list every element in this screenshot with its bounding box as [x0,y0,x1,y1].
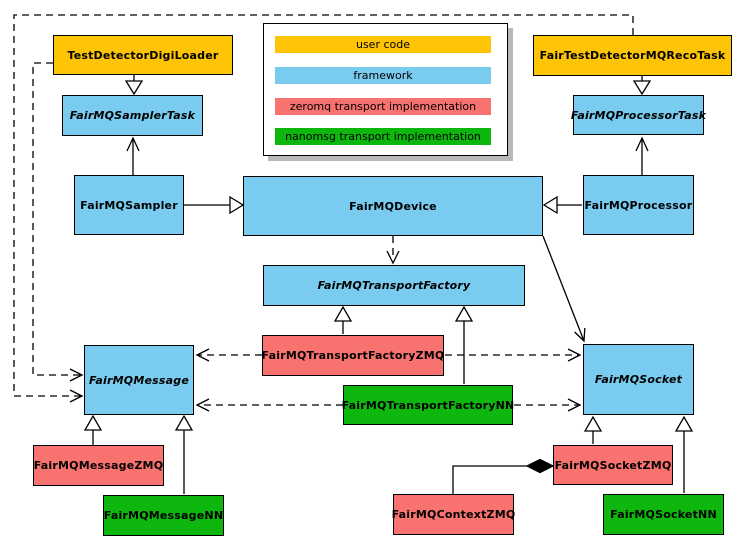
class-label: FairMQTransportFactory [317,279,471,292]
legend-item-user-code: user code [275,36,491,53]
edge-factorynn-socket [514,398,582,412]
class-label: FairMQContextZMQ [391,508,516,521]
class-fair-test-detector-mq-reco-task: FairTestDetectorMQRecoTask [533,35,732,76]
edge-factoryzmq-socket [445,348,582,362]
legend-label: user code [355,38,411,51]
class-fair-mq-sampler: FairMQSampler [74,175,184,235]
edge-messagenn-message [174,414,194,494]
class-label: FairMQSampler [80,198,178,212]
legend-label: framework [353,69,413,82]
legend-item-zeromq: zeromq transport implementation [275,98,491,115]
class-fair-mq-message-zmq: FairMQMessageZMQ [33,445,164,486]
edge-messagezmq-message [83,414,103,445]
edge-socketnn-socket [674,415,694,493]
class-label: FairMQSocketNN [610,508,717,521]
class-label: FairMQMessageNN [103,509,224,522]
class-fair-mq-processor-task: FairMQProcessorTask [570,95,707,135]
class-fair-mq-message-nn: FairMQMessageNN [103,495,224,536]
class-label: FairMQMessage [88,373,190,387]
edge-sampler-device [184,195,245,215]
class-label: FairMQSamplerTask [69,109,196,122]
class-fair-mq-context-zmq: FairMQContextZMQ [391,494,516,535]
legend-box: user code framework zeromq transport imp… [263,23,508,156]
class-fair-mq-device: FairMQDevice [243,176,543,236]
class-fair-mq-message: FairMQMessage [84,345,194,415]
class-label: TestDetectorDigiLoader [67,48,219,62]
class-label: FairMQProcessor [584,198,693,212]
class-fair-mq-transport-factory-nn: FairMQTransportFactoryNN [341,385,515,425]
edge-device-socket [542,235,586,343]
edge-processor-processortask [635,136,649,175]
class-label: FairMQProcessorTask [570,108,707,122]
class-fair-mq-socket-nn: FairMQSocketNN [603,494,724,535]
class-fair-mq-sampler-task: FairMQSamplerTask [62,95,203,136]
class-label: FairMQMessageZMQ [33,459,164,472]
edge-sampler-samplertask [126,136,140,175]
legend-item-framework: framework [275,67,491,84]
edge-device-transportfactory [386,236,400,265]
class-fair-mq-socket: FairMQSocket [583,344,694,415]
legend-label: zeromq transport implementation [289,100,477,113]
edge-socketzmq-socket [583,415,603,444]
edge-factoryzmq-transportfactory [333,305,353,334]
edge-contextzmq-socketzmq [452,458,555,494]
legend-item-nanomsg: nanomsg transport implementation [275,128,491,145]
class-label: FairMQDevice [349,199,437,213]
class-label: FairMQSocketZMQ [554,458,672,472]
edge-recotask-processortask [632,76,652,96]
legend-label: nanomsg transport implementation [285,130,481,143]
edge-factoryzmq-message [195,348,262,362]
class-label: FairMQTransportFactoryZMQ [261,349,445,362]
class-label: FairTestDetectorMQRecoTask [539,49,726,62]
edge-factorynn-transportfactory [454,305,474,384]
class-fair-mq-processor: FairMQProcessor [583,175,694,235]
edge-processor-device [542,195,582,215]
edge-digiloader-samplertask [124,75,144,96]
class-fair-mq-socket-zmq: FairMQSocketZMQ [553,445,673,485]
class-label: FairMQSocket [594,373,683,386]
class-fair-mq-transport-factory-zmq: FairMQTransportFactoryZMQ [262,335,444,376]
class-fair-mq-transport-factory: FairMQTransportFactory [263,265,525,306]
class-label: FairMQTransportFactoryNN [341,398,515,412]
class-test-detector-digi-loader: TestDetectorDigiLoader [53,35,233,75]
edge-factorynn-message [195,398,343,412]
